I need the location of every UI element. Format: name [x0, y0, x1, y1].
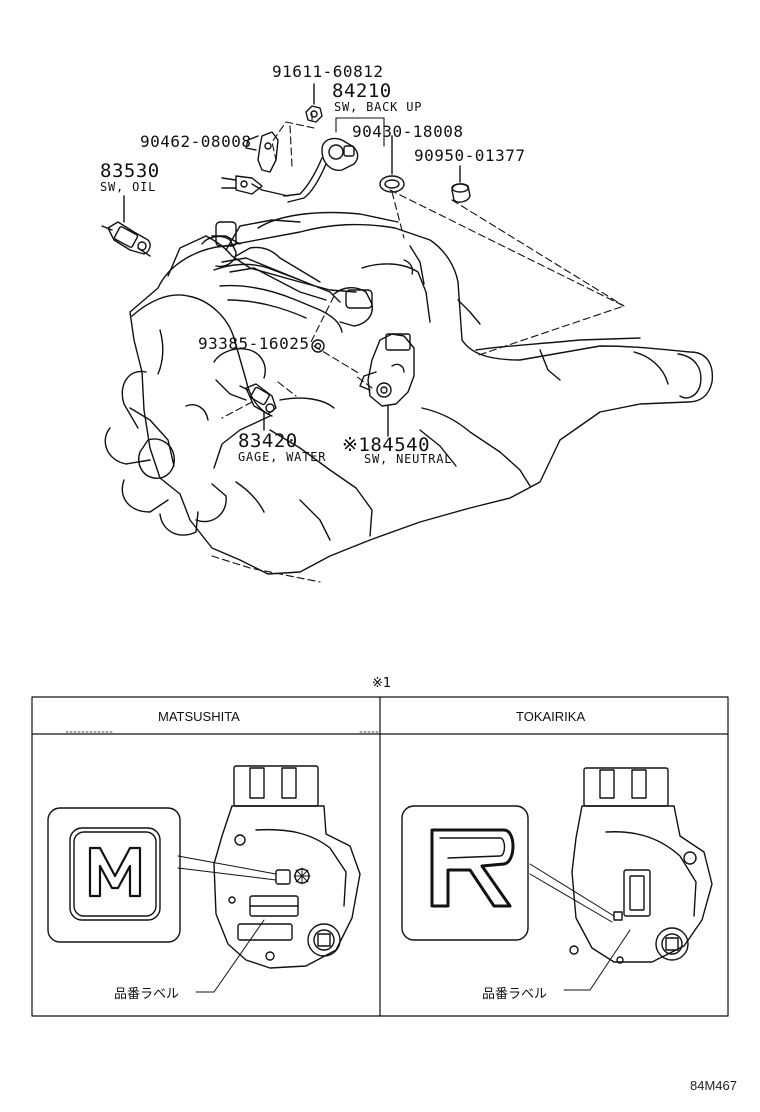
part-name-back-up-switch: SW, BACK UP [334, 100, 423, 114]
part-number-84210: 84210 [332, 80, 392, 102]
part-number-83420: 83420 [238, 430, 298, 452]
ring-93385 [311, 339, 325, 353]
part-number-90462-08008: 90462-08008 [140, 132, 252, 151]
part-name-oil-switch: SW, OIL [100, 180, 157, 194]
neutral-start-switch [359, 333, 415, 437]
oil-pressure-switch [101, 195, 151, 257]
gasket-90430 [379, 135, 405, 193]
part-name-water-gage: GAGE, WATER [238, 450, 327, 464]
part-name-neutral-switch: SW, NEUTRAL [364, 452, 453, 466]
part-number-90950-01377: 90950-01377 [414, 146, 526, 165]
harness-bracket [245, 131, 279, 173]
detail-note-marker: ※1 [372, 676, 392, 691]
tokairika-switch-detail [401, 767, 713, 991]
water-temp-sender [239, 383, 277, 431]
part-number-91611-60812: 91611-60812 [272, 62, 384, 81]
drawing-id: 84M467 [690, 1078, 737, 1093]
leader-84210 [311, 113, 385, 147]
part-number-84540: ※184540 [342, 434, 431, 456]
part-number-label-caption-right: 品番ラベル [482, 987, 548, 1002]
part-number-90430-18008: 90430-18008 [352, 122, 464, 141]
bolt-91611 [305, 83, 323, 123]
cooling-fan [104, 370, 227, 536]
column-header-matsushita: MATSUSHITA [158, 709, 240, 724]
upper-hose [201, 221, 373, 309]
plug-90950 [451, 165, 471, 203]
part-number-label-caption-left: 品番ラベル [114, 987, 180, 1002]
column-header-tokairika: TOKAIRIKA [516, 709, 586, 724]
back-up-switch [221, 137, 359, 203]
matsushita-switch-detail [47, 765, 361, 993]
detail-table [31, 696, 729, 1017]
part-number-93385-16025: 93385-16025 [198, 334, 310, 353]
part-number-83530: 83530 [100, 160, 160, 182]
